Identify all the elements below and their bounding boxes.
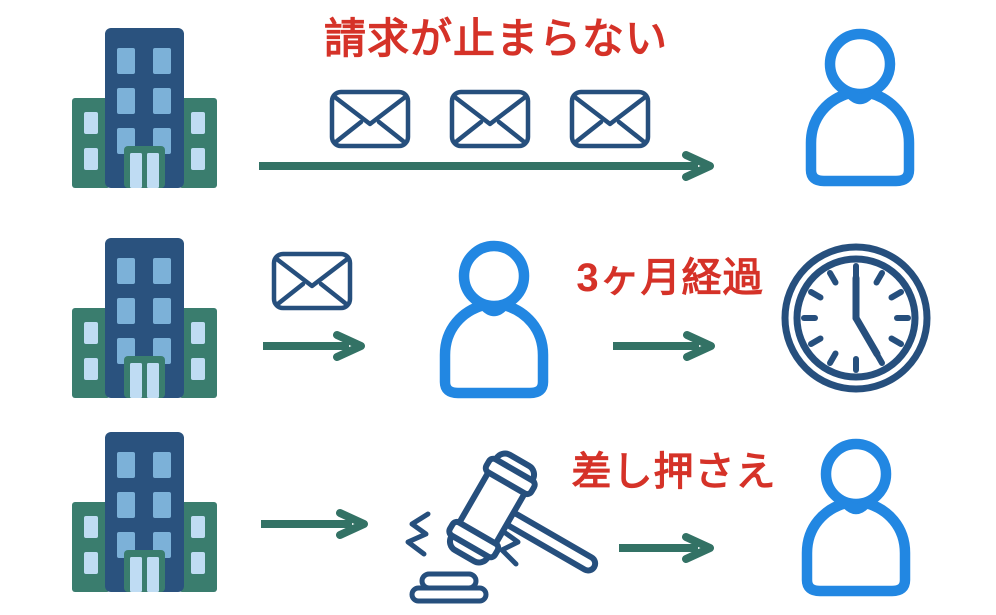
diagram-row-3: 差し押さえ xyxy=(0,425,996,615)
building-icon xyxy=(72,432,217,592)
envelope-icon xyxy=(448,88,532,150)
envelope-icon xyxy=(568,88,652,150)
arrow-right-icon xyxy=(259,151,714,181)
arrow-right-icon xyxy=(261,509,368,539)
clock-icon xyxy=(778,240,934,396)
building-icon xyxy=(72,238,217,398)
person-icon xyxy=(788,434,924,602)
row1-caption: 請求が止まらない xyxy=(323,15,668,62)
building-icon xyxy=(72,28,217,188)
arrow-right-icon xyxy=(263,331,365,361)
arrow-right-icon xyxy=(613,331,715,361)
envelope-icon xyxy=(270,250,354,312)
diagram-row-1: 請求が止まらない xyxy=(0,0,996,215)
diagram-row-2: 3ヶ月経過 xyxy=(0,230,996,425)
person-icon xyxy=(426,236,562,404)
envelope-icon xyxy=(328,88,412,150)
person-icon xyxy=(792,24,928,192)
row3-caption: 差し押さえ xyxy=(571,450,777,494)
row2-caption: 3ヶ月経過 xyxy=(576,256,764,300)
arrow-right-icon xyxy=(619,533,714,563)
